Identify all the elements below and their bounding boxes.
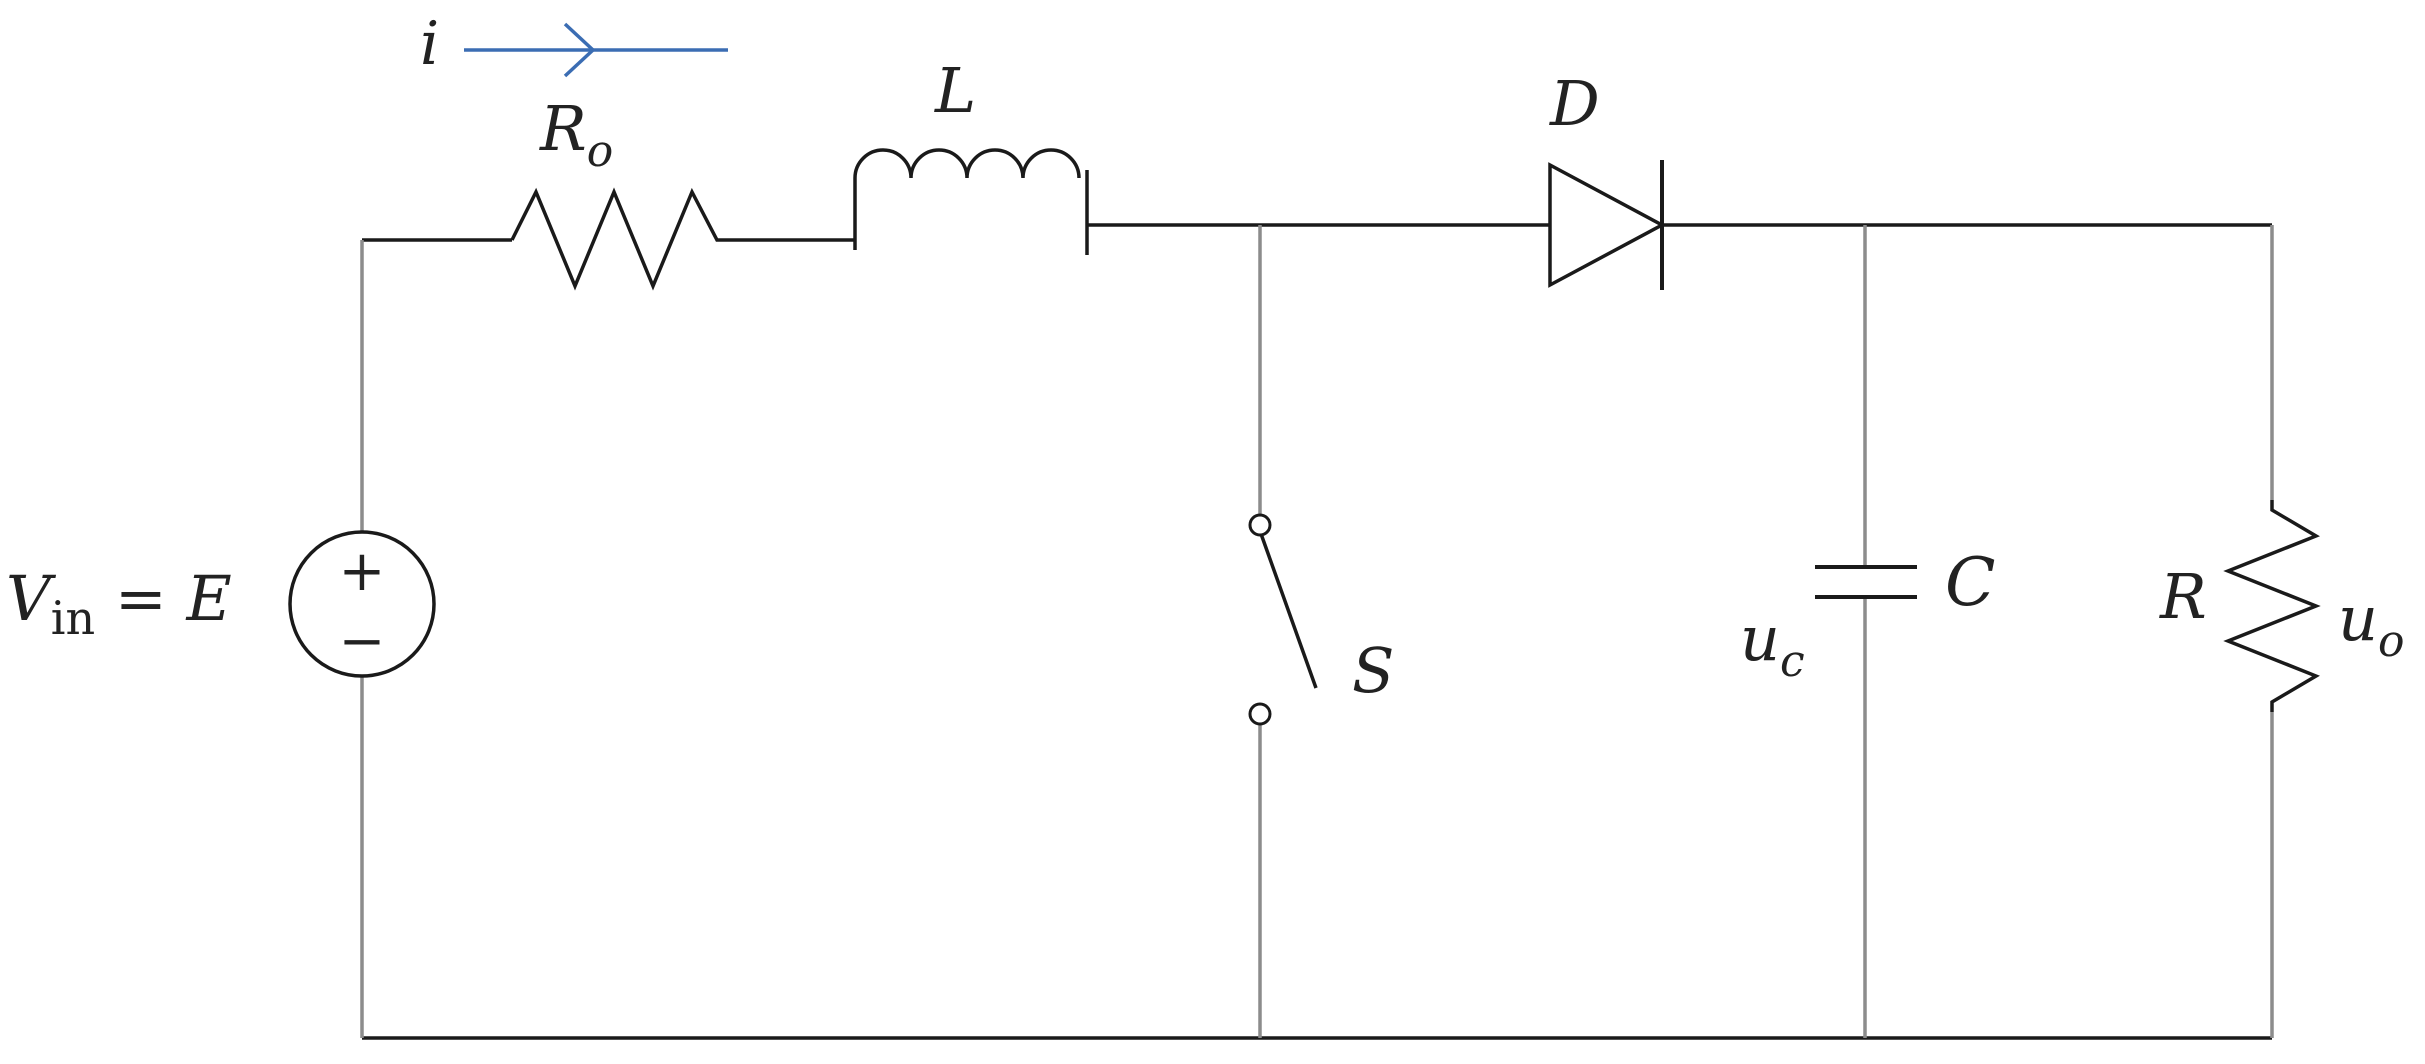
voltage-source: + − xyxy=(288,530,436,678)
top-rail xyxy=(362,223,2272,1040)
current-label: i xyxy=(420,9,439,79)
cap-voltage-label: uc xyxy=(1740,602,1805,687)
current-arrow xyxy=(464,22,728,78)
load-resistor-label: R xyxy=(2159,560,2207,633)
source-minus-sign: − xyxy=(339,609,386,674)
capacitor-label: C xyxy=(1945,544,1996,621)
source-plus-sign: + xyxy=(339,539,386,604)
output-voltage-label: uo xyxy=(2338,582,2404,667)
vertical-wires xyxy=(360,225,2274,1038)
resistor-ro xyxy=(510,187,727,291)
resistor-r xyxy=(2223,500,2321,712)
capacitor-c xyxy=(1815,565,1917,599)
switch-bottom-contact xyxy=(1248,702,1272,726)
inductor-label: L xyxy=(934,54,976,127)
diode-d xyxy=(1548,160,1666,290)
switch-s xyxy=(1248,513,1318,726)
inductor-l xyxy=(853,148,1089,255)
switch-top-contact xyxy=(1248,513,1272,537)
switch-label: S xyxy=(1352,634,1394,707)
source-label: Vin = E xyxy=(6,562,232,645)
ro-label: Ro xyxy=(539,92,613,177)
diode-label: D xyxy=(1549,67,1600,140)
